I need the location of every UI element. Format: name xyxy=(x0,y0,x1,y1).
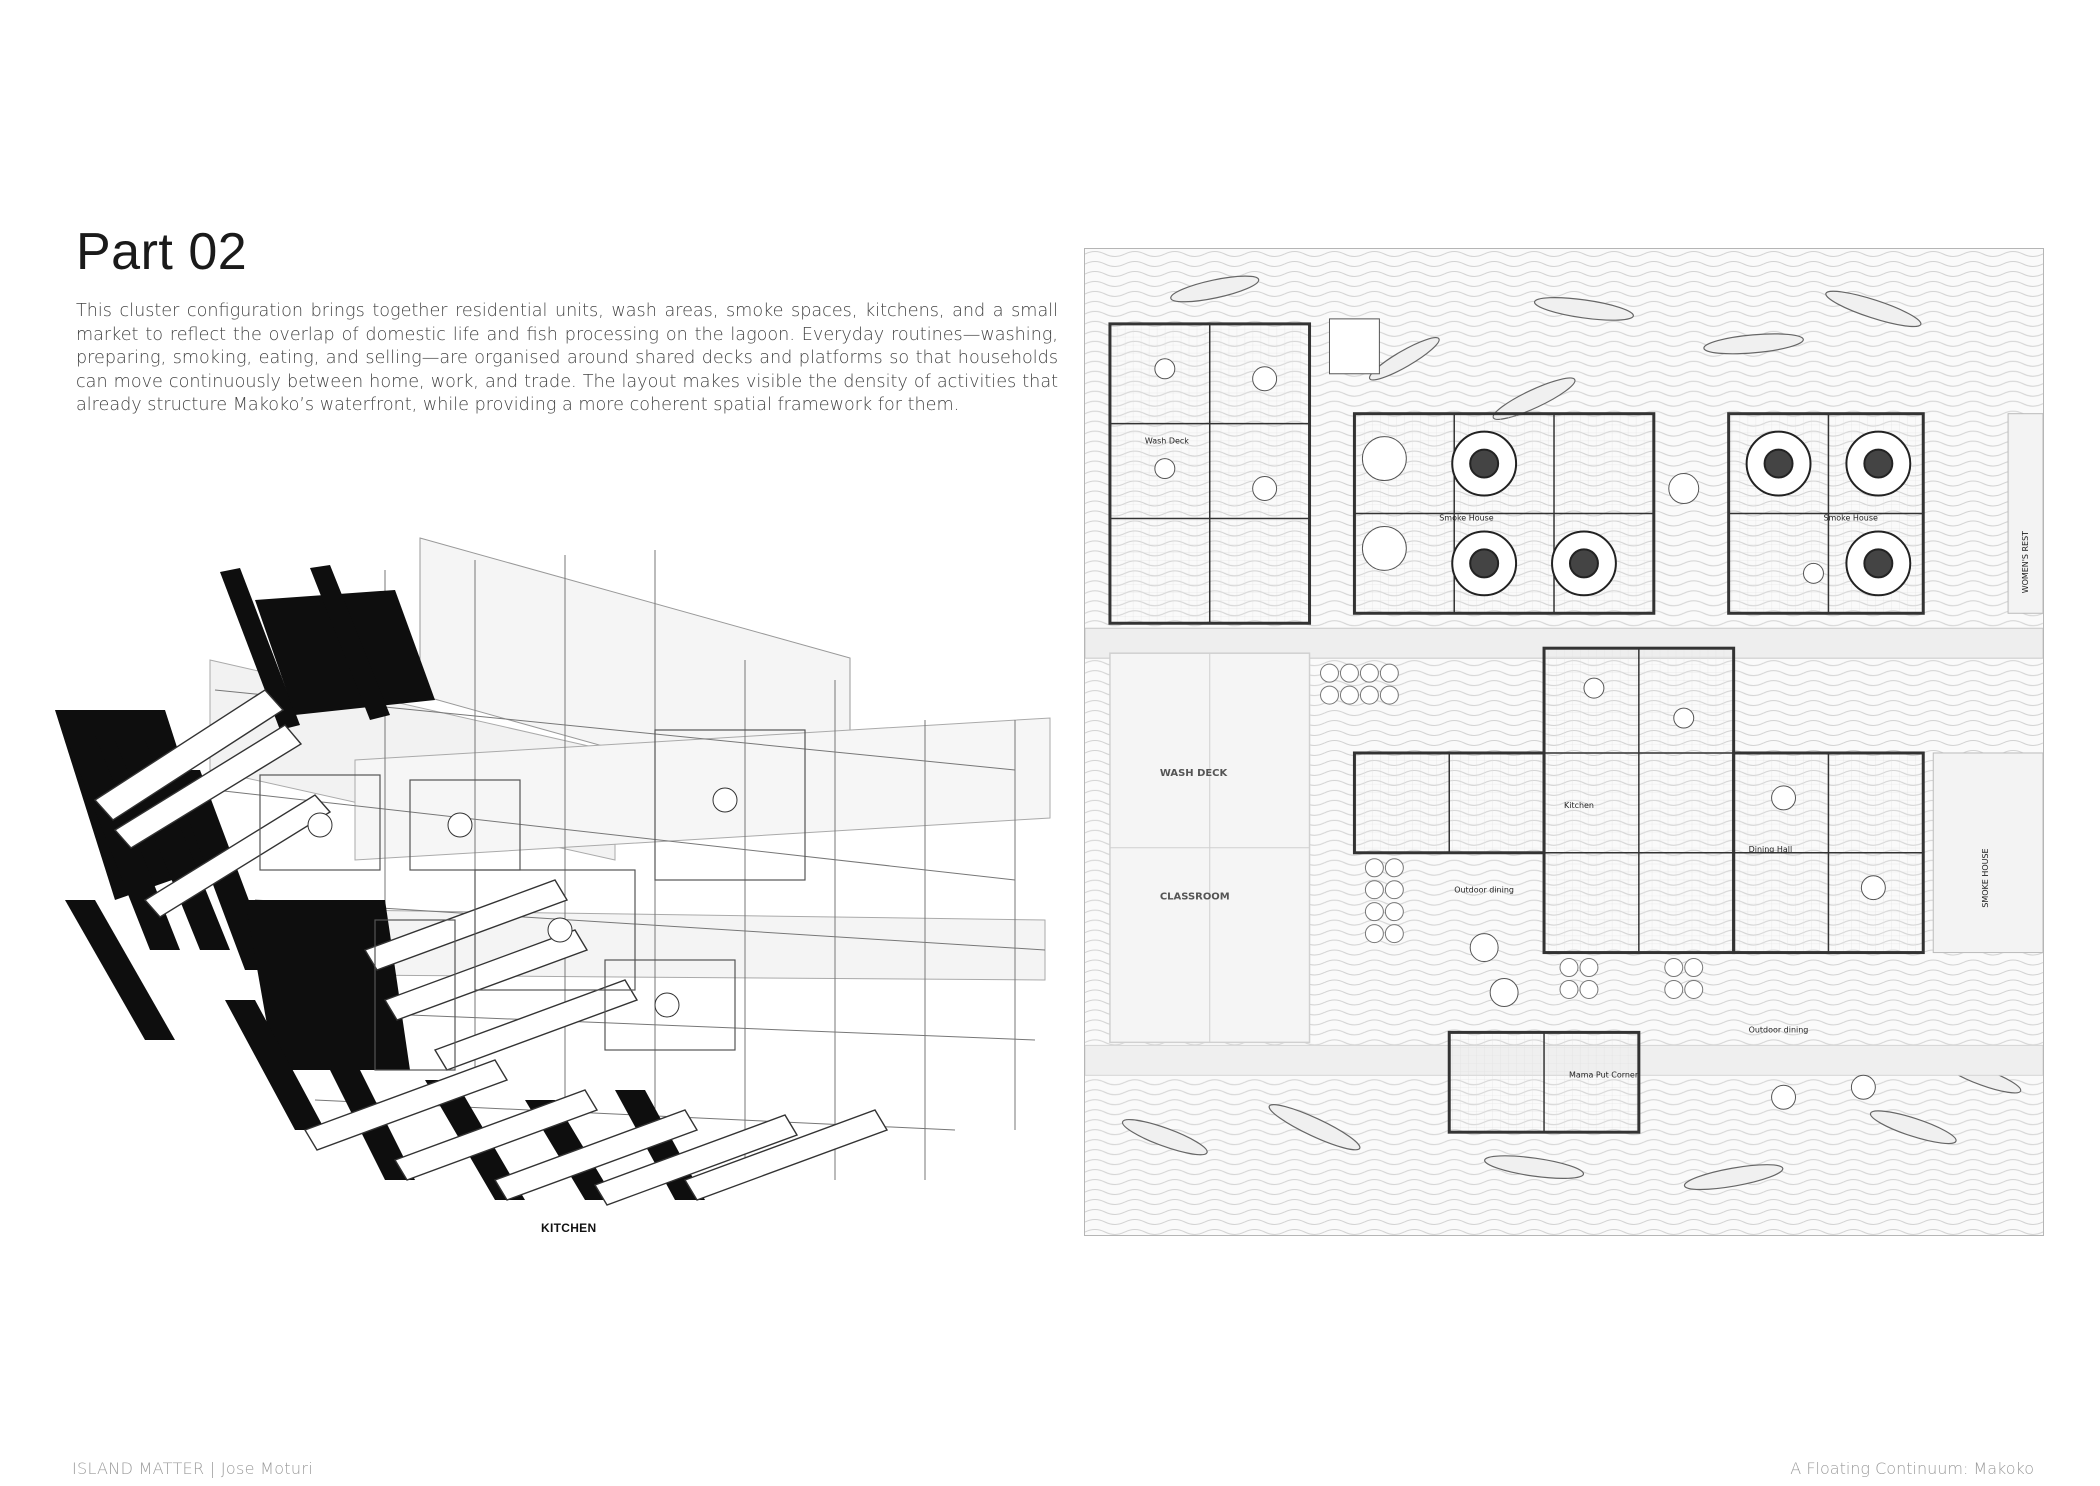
plan-label-mama-put-corner: Mama Put Corner xyxy=(1569,1070,1639,1079)
plan-label-smoke-house-2: Smoke House xyxy=(1823,513,1878,522)
footer-right: A Floating Continuum: Makoko xyxy=(1790,1459,2034,1478)
plan-label-outdoor-dining-2: Outdoor dining xyxy=(1749,1025,1809,1034)
plan-label-classroom: CLASSROOM xyxy=(1160,892,1230,903)
plan-label-smoke-house-side: SMOKE HOUSE xyxy=(1981,848,1990,907)
plan-label-smoke-house-1: Smoke House xyxy=(1439,513,1494,522)
plan-label-outdoor-dining-1: Outdoor dining xyxy=(1454,886,1514,895)
plan-label-wash-deck-big: WASH DECK xyxy=(1160,768,1229,779)
plan-label-wash-deck: Wash Deck xyxy=(1145,437,1189,446)
axonometric-caption: KITCHEN xyxy=(541,1221,597,1235)
axonometric-svg xyxy=(55,537,1051,1206)
intro-paragraph: This cluster configuration brings togeth… xyxy=(76,301,1058,416)
plan-label-dining-hall: Dining Hall xyxy=(1749,845,1793,854)
plan-label-womens-rest: WOMEN'S REST xyxy=(2021,531,2030,593)
page-title: Part 02 xyxy=(76,223,248,281)
footer-left: ISLAND MATTER | Jose Moturi xyxy=(72,1459,313,1478)
axonometric-drawing xyxy=(55,480,1055,1240)
site-plan-svg: Wash Deck Smoke House Smoke House WOMEN'… xyxy=(1085,249,2043,1235)
site-plan: Wash Deck Smoke House Smoke House WOMEN'… xyxy=(1084,248,2044,1236)
plan-label-kitchen: Kitchen xyxy=(1564,801,1594,810)
